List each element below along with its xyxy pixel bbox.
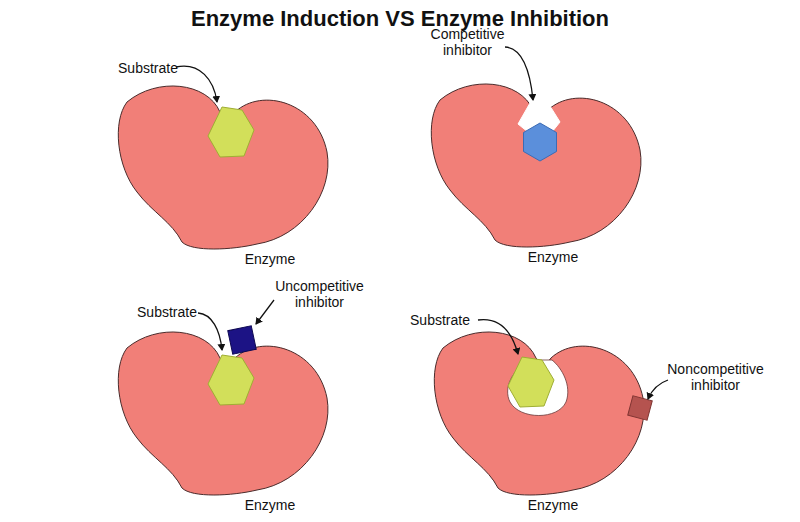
enzyme-label: Enzyme — [210, 497, 330, 514]
substrate-shape — [208, 107, 254, 157]
enzyme-node: Enzyme — [428, 318, 652, 518]
enzyme-node: Enzyme — [112, 318, 336, 518]
callout-label: Noncompetitive inhibitor — [658, 361, 773, 393]
enzyme-body — [431, 84, 641, 247]
callout-label: Uncompetitive inhibitor — [262, 278, 377, 310]
leader-arrow — [648, 380, 668, 399]
leader-arrow — [478, 320, 518, 354]
enzyme-body — [118, 86, 328, 249]
competitive-inhibitor-shape — [524, 123, 557, 161]
enzyme-node: Enzyme — [425, 70, 649, 270]
enzyme-body — [434, 332, 644, 495]
noncompetitive-inhibitor-shape — [628, 396, 652, 420]
enzyme-outline — [112, 72, 336, 252]
leader-arrow — [198, 313, 222, 350]
uncompetitive-inhibitor-shape — [228, 326, 256, 354]
enzyme-label: Enzyme — [210, 251, 330, 268]
callout-label: Substrate — [400, 312, 480, 328]
enzyme-outline — [425, 70, 649, 250]
enzyme-node: Enzyme — [112, 72, 336, 272]
enzyme-label: Enzyme — [493, 249, 613, 266]
callout-label: Substrate — [128, 304, 206, 320]
callout-label: Substrate — [108, 60, 188, 76]
leader-arrow — [176, 66, 217, 102]
diagram-title: Enzyme Induction VS Enzyme Inhibition — [0, 5, 800, 33]
enzyme-body — [118, 332, 328, 495]
leader-arrow — [256, 300, 274, 324]
enzyme-label: Enzyme — [493, 497, 613, 514]
leader-arrow — [505, 47, 533, 100]
substrate-shape — [508, 357, 554, 407]
substrate-shape — [208, 355, 254, 405]
enzyme-outline — [112, 318, 336, 498]
